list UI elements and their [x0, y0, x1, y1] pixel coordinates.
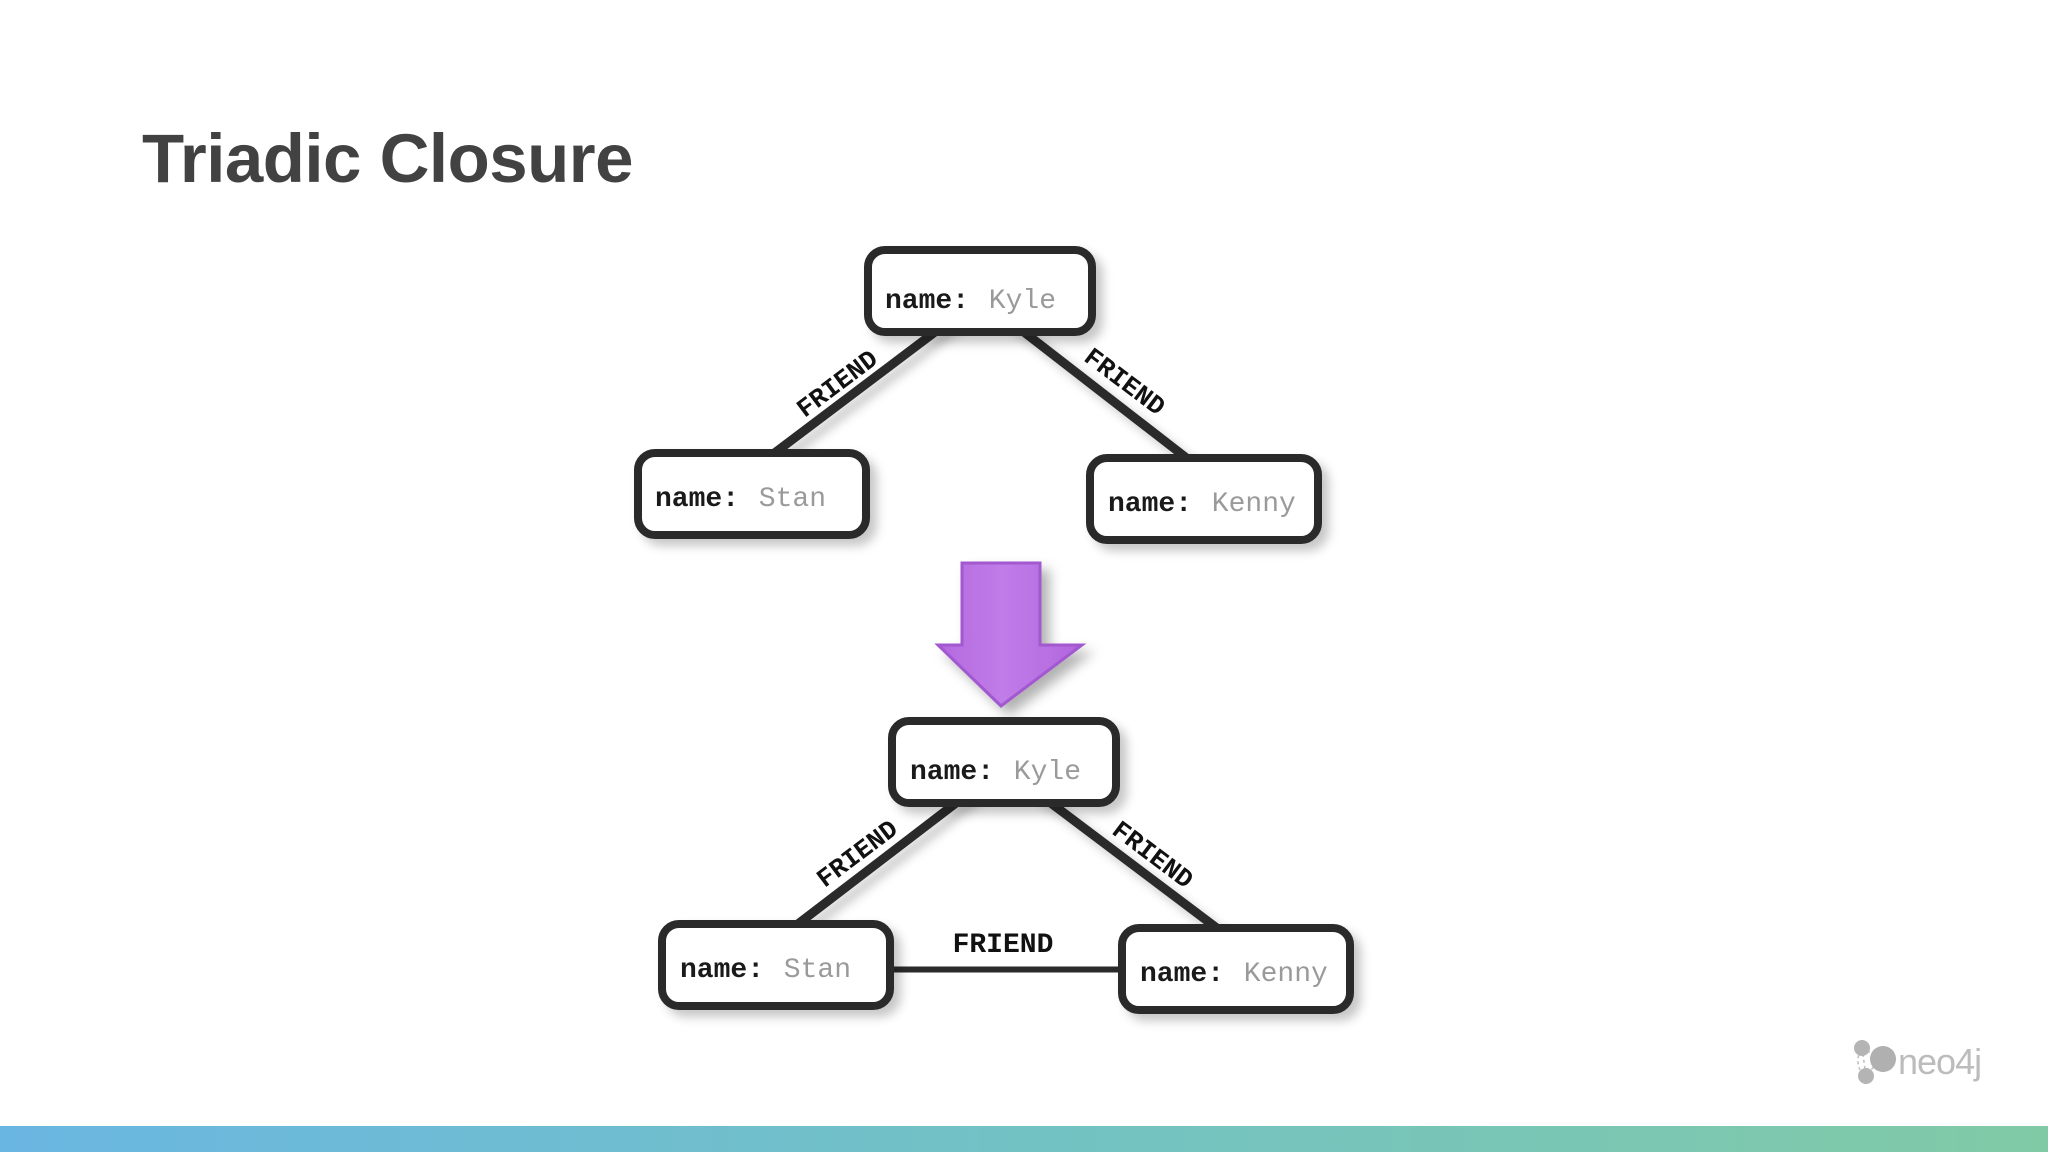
node-value: Kyle [1014, 757, 1081, 788]
node-kyle[interactable] [888, 717, 1120, 807]
node-kenny[interactable] [1118, 924, 1354, 1014]
node-box[interactable] [1086, 454, 1322, 544]
edge-stan-kenny: FRIEND [875, 930, 1135, 976]
logo-node [1858, 1068, 1874, 1084]
node-kyle[interactable] [864, 246, 1096, 336]
node-kyle-label: name: Kyle [910, 754, 1081, 788]
node-key: name: [655, 484, 739, 515]
node-key: name: [680, 955, 764, 986]
node-value: Kenny [1244, 959, 1328, 990]
node-value: Stan [759, 484, 826, 515]
logo-wordmark: neo4j [1898, 1041, 1981, 1082]
node-kenny-label: name: Kenny [1140, 956, 1328, 990]
node-kenny-label: name: Kenny [1108, 486, 1296, 520]
node-box[interactable] [634, 449, 870, 539]
node-value: Kyle [989, 286, 1056, 317]
footer-bar-fill [0, 1126, 2048, 1152]
page-title: Triadic Closure [142, 120, 634, 197]
graph-after: FRIEND FRIEND FRIEND name: Kyle name: St… [658, 717, 1354, 1014]
node-key: name: [1140, 959, 1224, 990]
edge-label-friend: FRIEND [953, 930, 1054, 961]
node-box[interactable] [658, 920, 894, 1010]
node-key: name: [910, 757, 994, 788]
node-box[interactable] [1118, 924, 1354, 1014]
node-box[interactable] [864, 246, 1096, 336]
footer-gradient-bar [0, 1126, 2048, 1152]
node-kenny[interactable] [1086, 454, 1322, 544]
edge-line [875, 963, 1135, 976]
graph-before: FRIEND FRIEND name: Kyle name: Stan name… [634, 246, 1322, 544]
neo4j-logo: neo4j [1854, 1040, 1982, 1084]
node-stan-label: name: Stan [680, 952, 851, 986]
down-arrow-icon [934, 561, 1087, 708]
node-value: Kenny [1212, 489, 1296, 520]
node-key: name: [885, 286, 969, 317]
node-value: Stan [784, 955, 851, 986]
node-key: name: [1108, 489, 1192, 520]
arrow-shape [934, 561, 1087, 708]
logo-node [1854, 1040, 1870, 1056]
node-stan[interactable] [658, 920, 894, 1010]
node-box[interactable] [888, 717, 1120, 807]
node-stan[interactable] [634, 449, 870, 539]
logo-node-large [1870, 1046, 1896, 1072]
node-stan-label: name: Stan [655, 481, 826, 515]
node-kyle-label: name: Kyle [885, 283, 1056, 317]
